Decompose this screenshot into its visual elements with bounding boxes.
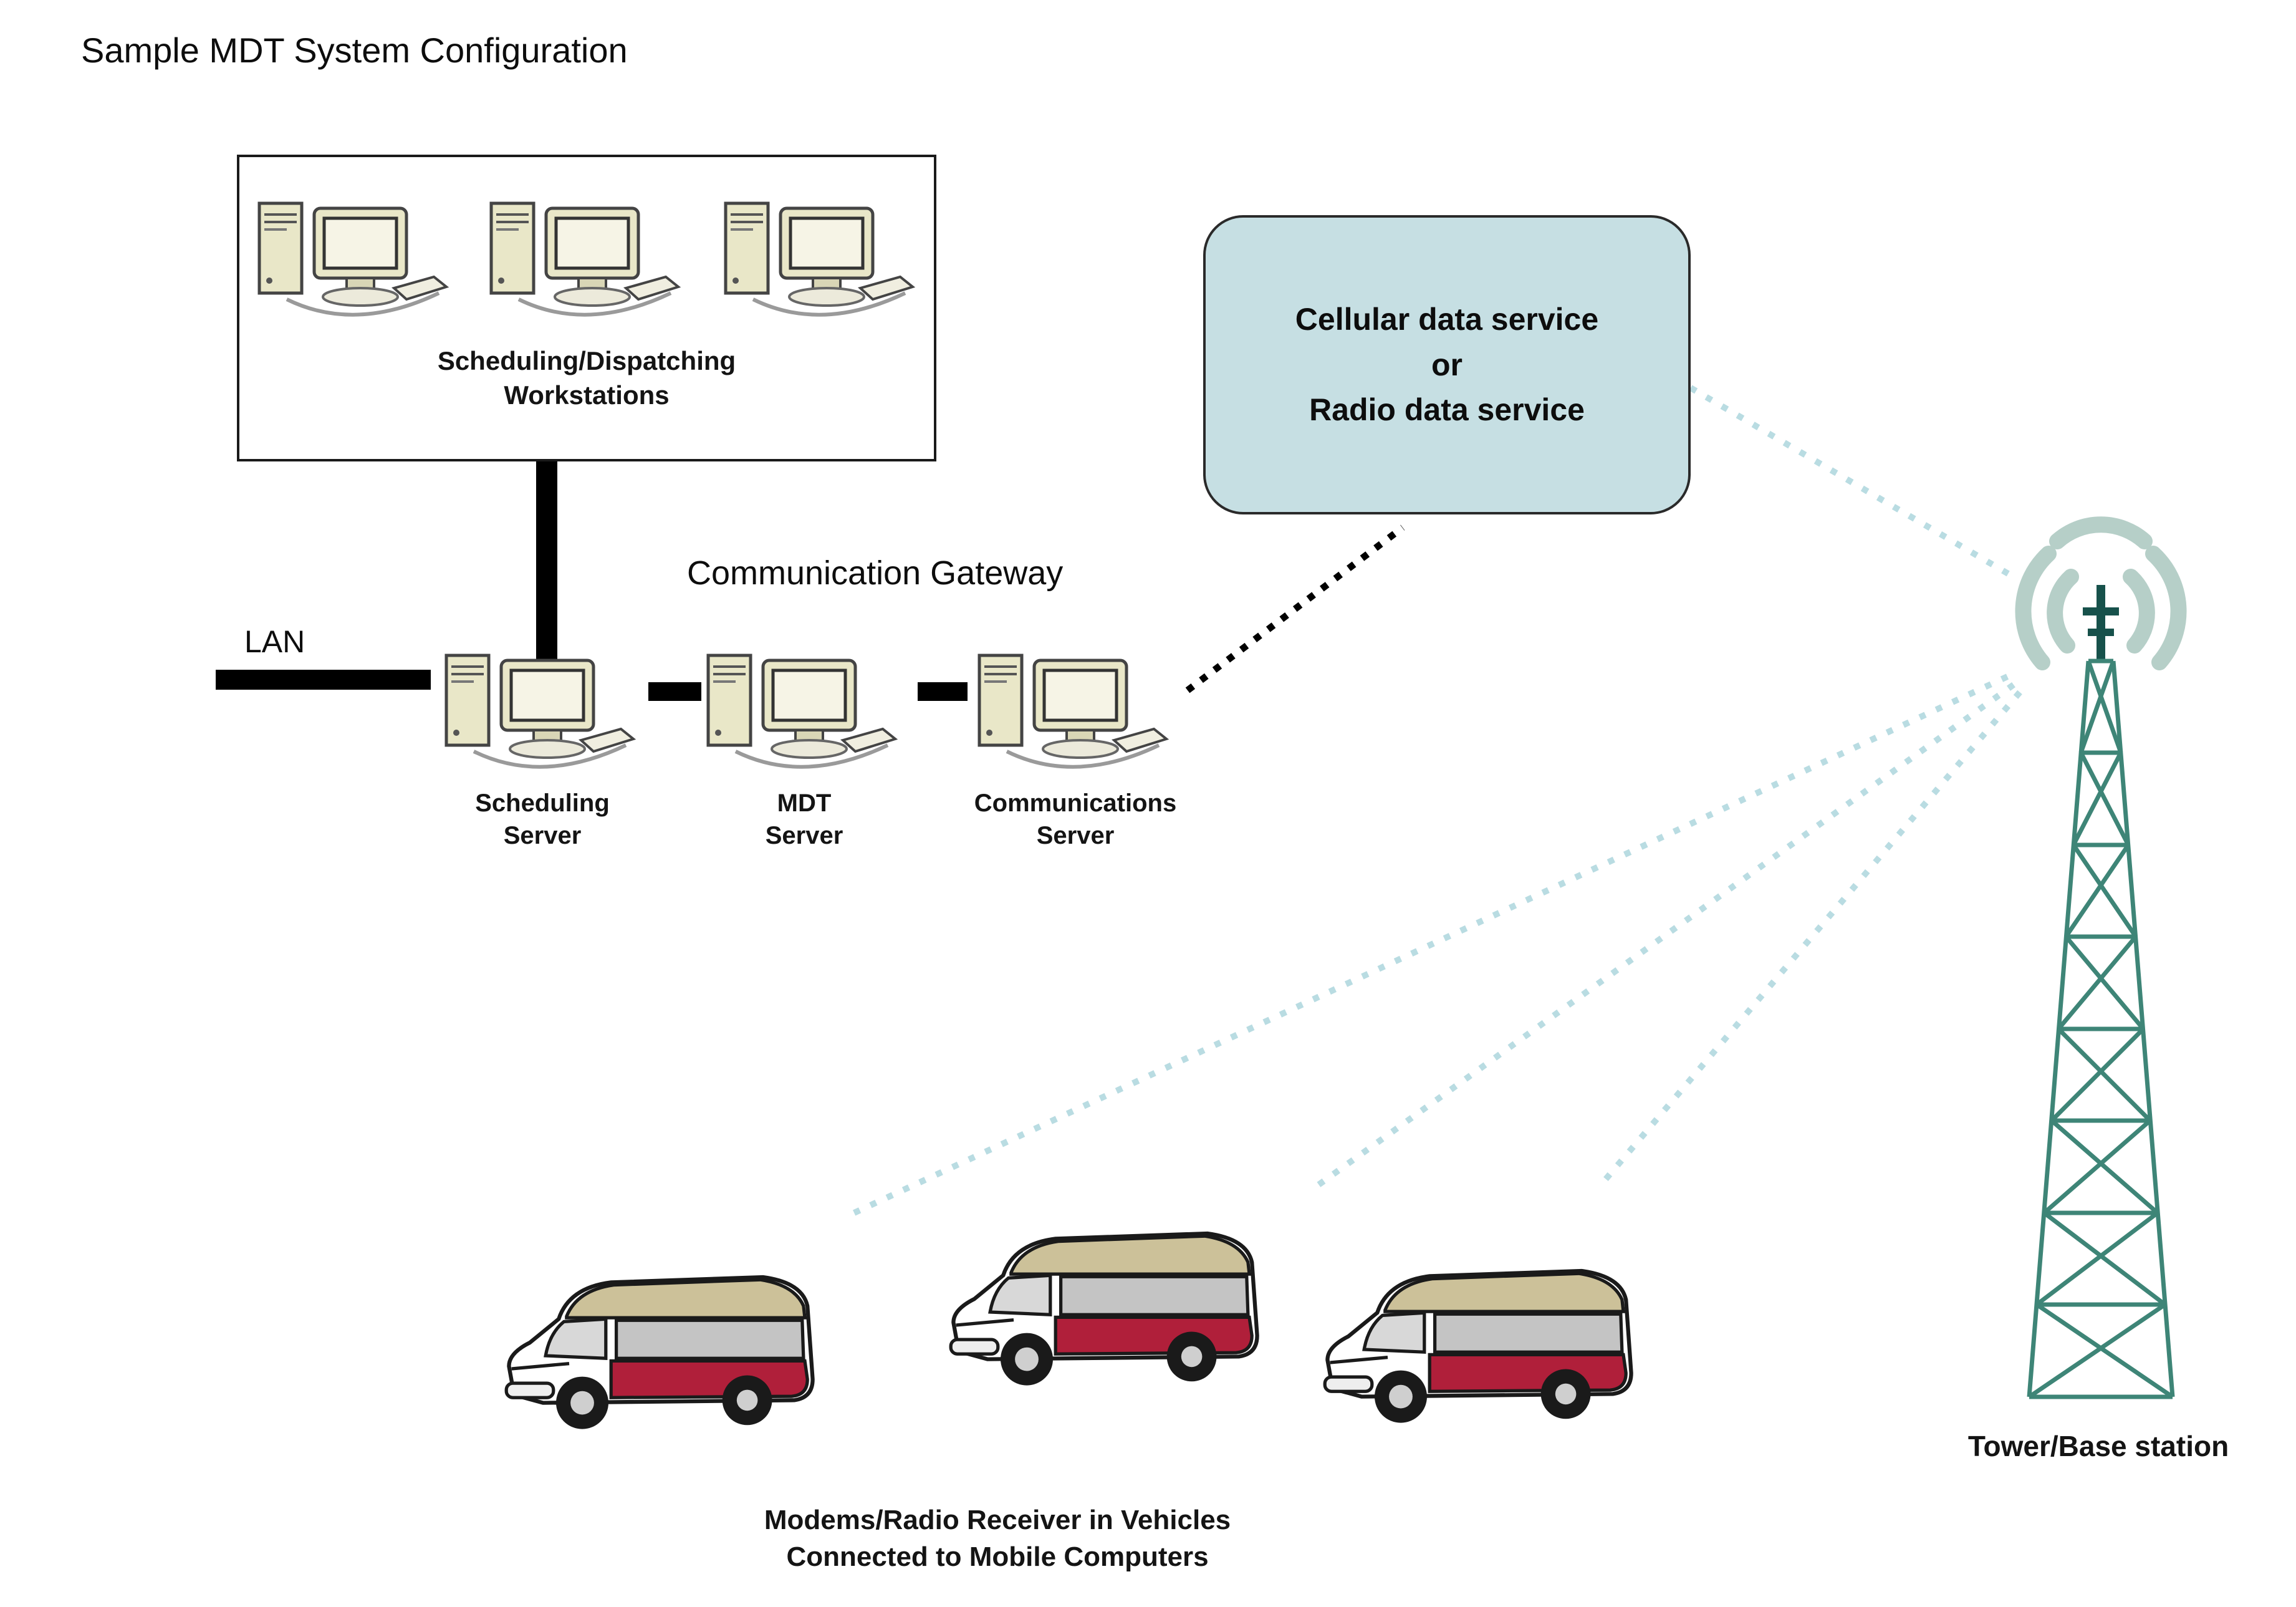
lan-label: LAN <box>244 624 305 659</box>
mdt-server-label-line2: Server <box>765 822 843 849</box>
radio-link-lines <box>852 385 2022 1216</box>
mdt-server-pc <box>708 655 895 767</box>
vehicle-van-1 <box>506 1277 812 1429</box>
tower-base-station <box>2015 516 2187 1399</box>
server-link-dash-2 <box>918 682 968 701</box>
link-tower-to-van-3 <box>1598 690 2022 1187</box>
signal-arcs-icon <box>2015 516 2187 670</box>
lan-connectors <box>216 459 968 701</box>
page-title: Sample MDT System Configuration <box>81 31 628 70</box>
communications-server-label: Communications Server <box>938 787 1213 852</box>
communication-gateway-label: Communication Gateway <box>687 554 1064 592</box>
vehicle-van-2 <box>951 1233 1257 1386</box>
vehicles-label: Modems/Radio Receiver in Vehicles Connec… <box>598 1502 1396 1576</box>
mdt-server-label-line1: MDT <box>777 789 832 817</box>
workstations-box: Scheduling/Dispatching Workstations <box>237 155 936 461</box>
workstations-label-line1: Scheduling/Dispatching <box>437 346 736 375</box>
mdt-server-label: MDT Server <box>667 787 941 852</box>
cellular-data-service-box: Cellular data service or Radio data serv… <box>1203 215 1691 514</box>
cellular-box-line1: Cellular data service <box>1295 302 1599 337</box>
server-link-dash-1 <box>648 682 701 701</box>
communications-server-label-line1: Communications <box>974 789 1177 817</box>
vehicles-label-line2: Connected to Mobile Computers <box>786 1542 1209 1573</box>
communications-server-pc <box>979 655 1166 767</box>
vehicle-van-3 <box>1325 1271 1631 1423</box>
link-tower-to-van-1 <box>852 673 2009 1216</box>
communications-server-label-line2: Server <box>1036 822 1115 849</box>
link-cellular-to-tower <box>1689 385 2019 582</box>
lan-bus-line <box>216 670 431 690</box>
workstations-label: Scheduling/Dispatching Workstations <box>239 344 934 412</box>
scheduling-server-label-line1: Scheduling <box>475 789 610 817</box>
link-server-to-cellular <box>1185 524 1405 693</box>
vehicles-label-line1: Modems/Radio Receiver in Vehicles <box>764 1505 1231 1535</box>
scheduling-server-pc <box>446 655 633 767</box>
tower-base-station-label: Tower/Base station <box>1967 1430 2229 1462</box>
tower-lattice <box>2027 659 2175 1399</box>
cellular-box-line2: or <box>1431 347 1463 382</box>
scheduling-server-label-line2: Server <box>503 822 582 849</box>
workstations-label-line2: Workstations <box>504 380 670 410</box>
workstations-drop-line <box>536 459 557 661</box>
cellular-box-line3: Radio data service <box>1309 392 1585 428</box>
antenna-icon <box>2083 585 2119 662</box>
scheduling-server-label: Scheduling Server <box>405 787 680 852</box>
